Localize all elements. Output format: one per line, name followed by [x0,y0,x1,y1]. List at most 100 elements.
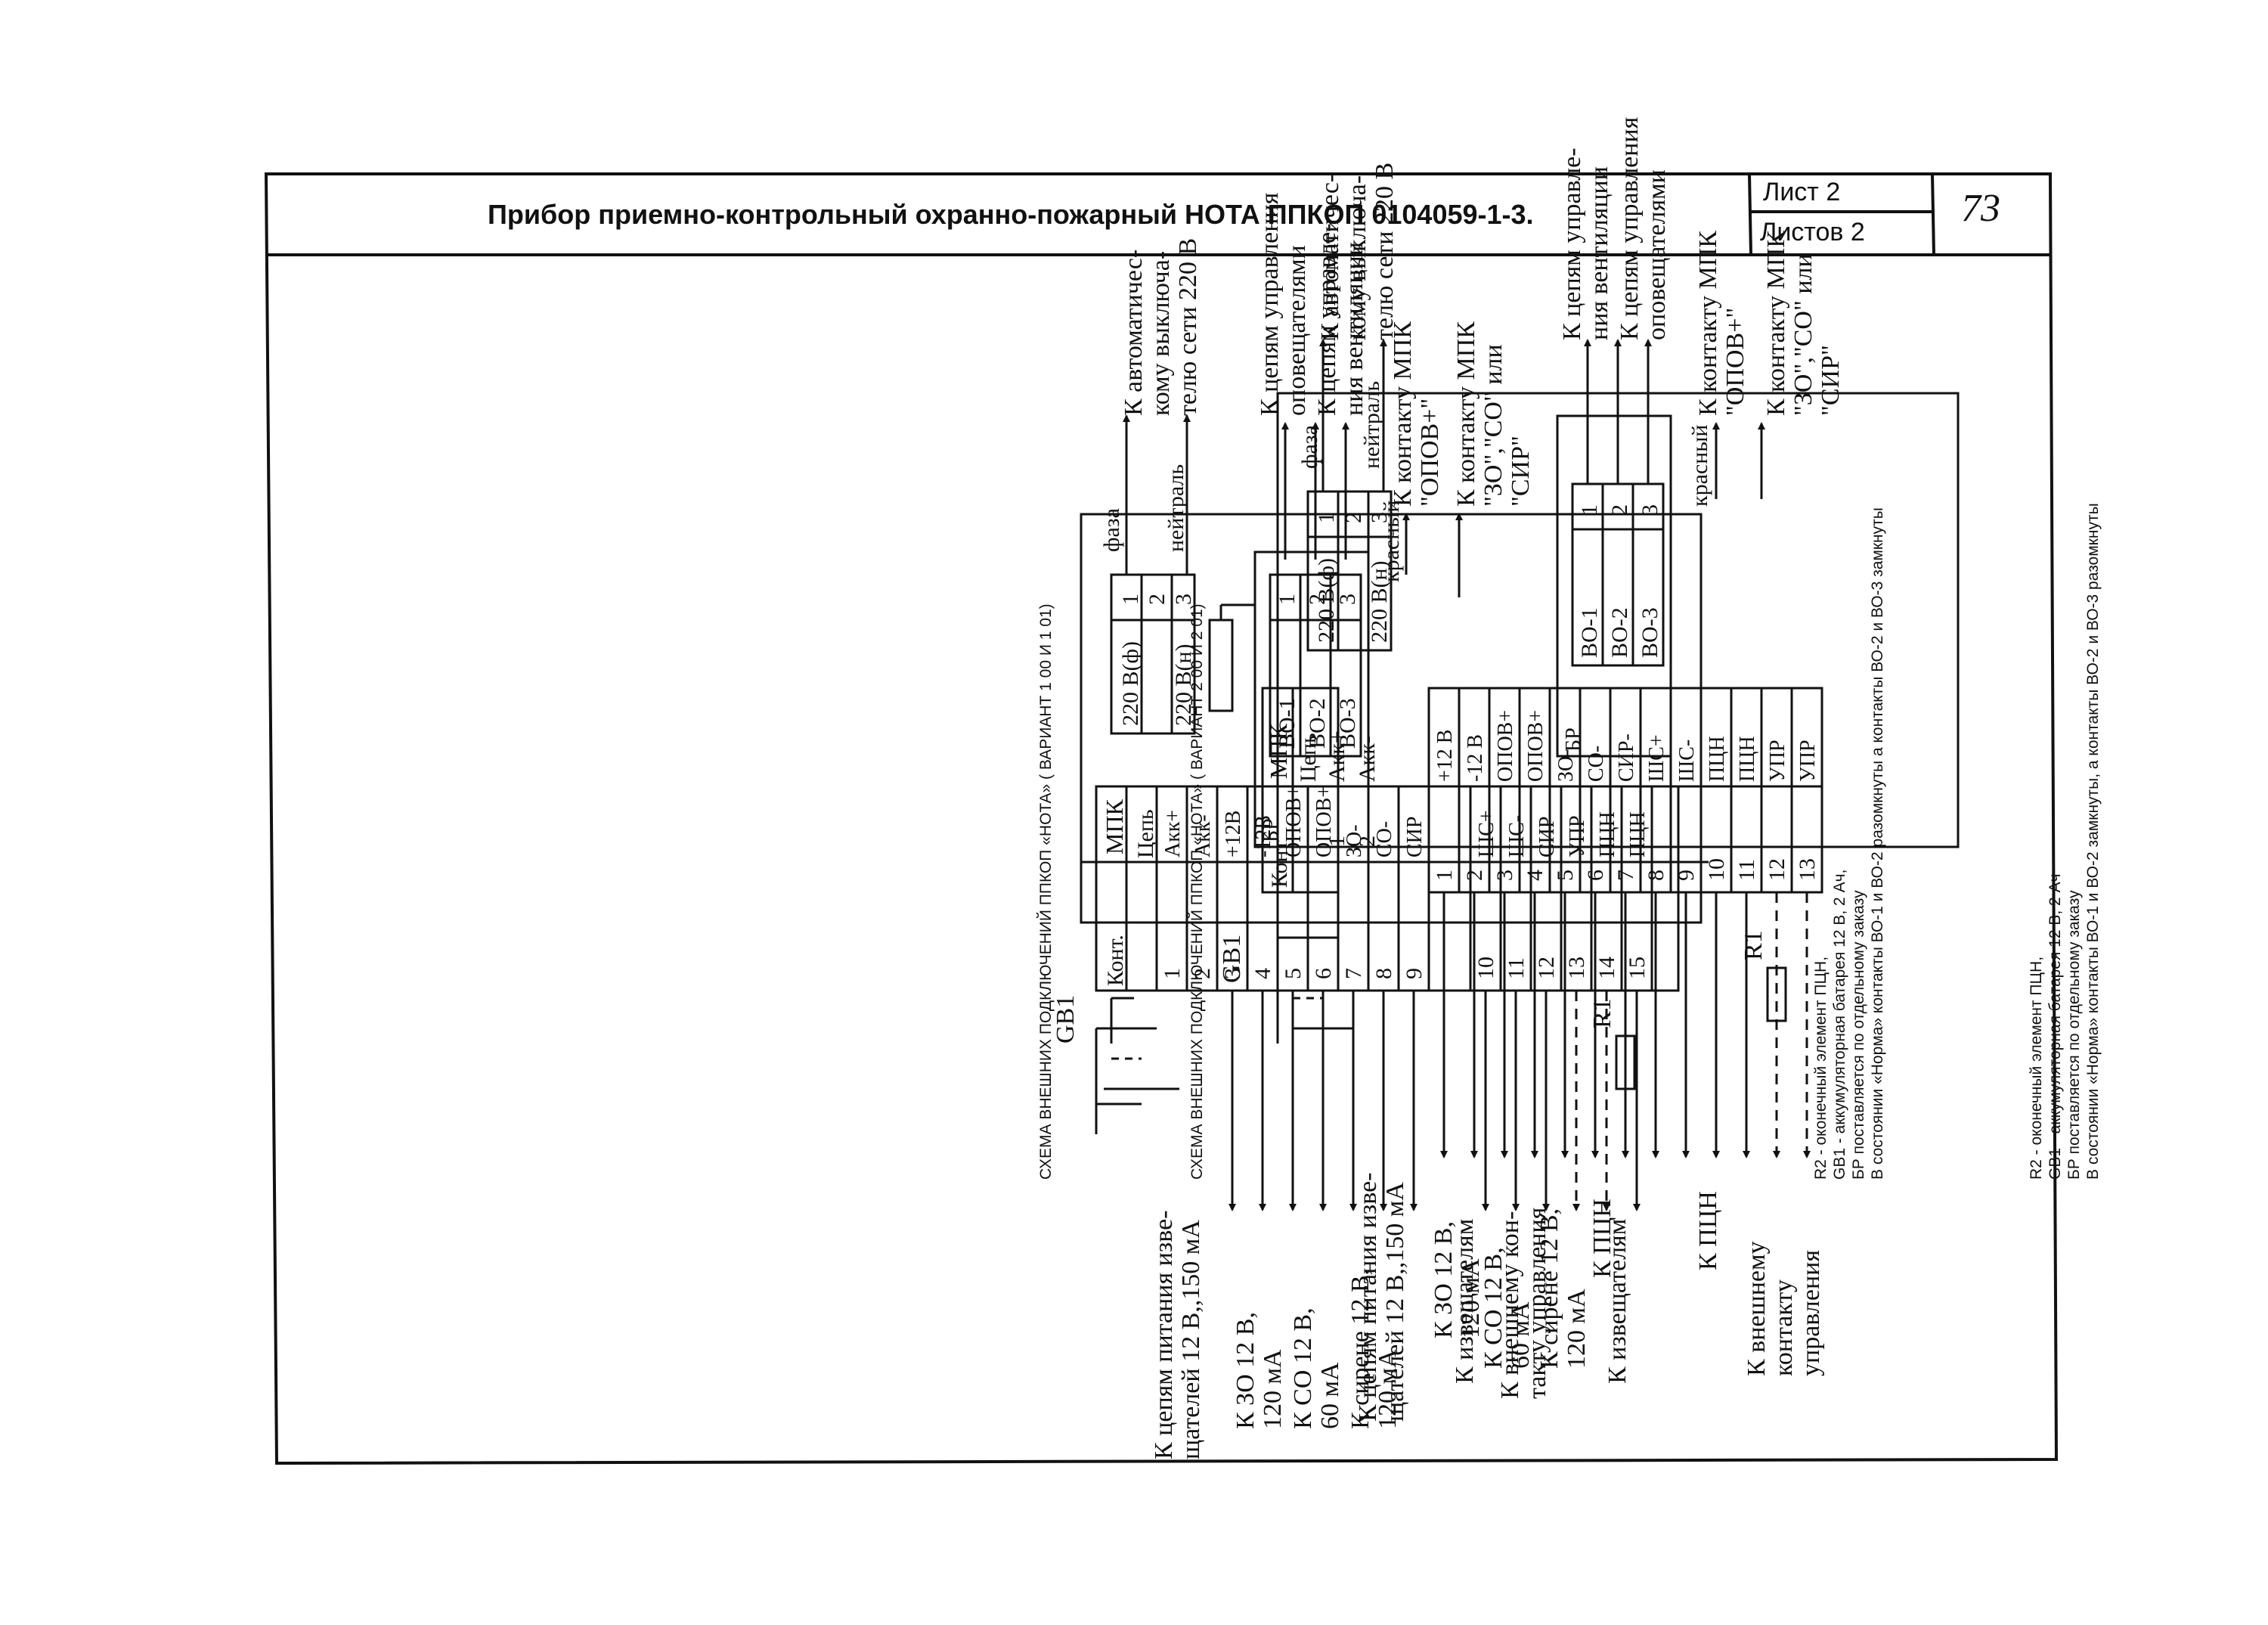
terminal-number: 1 [1160,968,1185,979]
co-destination: К СО 12 В, 60 мА [1289,1301,1344,1429]
mpk-label: МПК [1101,799,1128,854]
mains-destination: К автоматичес- кому выключа- телю сети 2… [1316,163,1399,340]
terminal-name: УПР [1796,740,1820,782]
terminal-number: 8 [1644,870,1668,881]
terminal-name: ШС+ [1645,734,1668,782]
terminal-number: 2 [1462,870,1487,881]
terminal-number: 7 [1613,870,1638,881]
mains-destination: К автоматичес- кому выключа- телю сети 2… [1120,238,1202,416]
note-line: R2 - оконечный элемент ПЦН, [1812,957,1830,1180]
vent-control-destination: К цепям управле- ния вентиляции [1313,217,1368,416]
note-line: В состоянии «Норма» контакты ВО-1 и ВО-2… [1869,507,1886,1180]
terminal-rows: 1Акк+2Акк-3+12В4-12В5ОПОВ+6ОПОВ+7ЗО-8СО-… [1155,786,1653,991]
page-number: 73 [1961,187,2000,230]
r1-label: R1 [1588,998,1616,1028]
mpk-opov-destination: К контакту МПК "ОПОВ+" [1389,315,1444,507]
relay-vo2: ВО-2 [1607,607,1632,658]
mains-terminal-neutral: 220 В(н) [1367,560,1392,643]
terminal-name: УПР [1766,740,1789,782]
terminal-number: 7 [1341,968,1366,979]
mpk-opov-destination: К контакту МПК "ОПОВ+" [1694,225,1749,416]
col-cont-header: Конт. [1103,935,1128,986]
terminal-name: СО- [1373,821,1396,857]
terminal-number: 12 [1534,957,1559,979]
sheet-label: Лист 2 [1763,178,1840,206]
terminal-number: 15 [1625,957,1650,979]
terminal-name: ШС+ [1475,810,1498,857]
mains-terminal-neutral: 220 В(н) [1171,643,1196,726]
gb1-label: GB1 [1218,935,1246,983]
sensors-power-destination: К цепям питания изве- щателей 12 В,,150 … [1150,1204,1205,1459]
phase-label: фаза [1099,508,1124,552]
mains-terminal-2: 2 [1145,594,1170,605]
scheme-notes: R2 - оконечный элемент ПЦН, GB1 - аккуму… [2028,503,2102,1180]
siren-destination: К сирене 12 В, 120 мА [1346,1262,1402,1429]
relay-vo2: ВО-2 [1305,698,1330,749]
mpk-zo-destination: К контакту МПК "ЗО","СО" или "СИР" [1762,225,1845,416]
terminal-name: ПЦН [1706,736,1729,782]
document-title: Прибор приемно-контрольный охранно-пожар… [488,199,1534,230]
terminal-number: 13 [1795,858,1820,881]
red-wire-label: красный [1687,425,1712,507]
terminal-number: 13 [1564,957,1589,979]
terminal-number: 9 [1402,968,1427,979]
external-wires [1228,991,1641,1211]
vent-control-destination: К цепям управле- ния вентиляции [1558,141,1613,340]
terminal-name: УПР [1566,815,1589,857]
co-destination: К СО 12 В, 60 мА [1479,1241,1535,1369]
gb1-label: GB1 [1052,995,1080,1044]
alarm-control-destination: К цепям управления оповещателями [1256,186,1311,416]
title-block [264,172,2059,1465]
relay-n2: 2 [1607,504,1632,516]
acc-plus-name: Акк+ [1325,730,1349,782]
alarm-control-destination: К цепям управления оповещателями [1616,110,1671,340]
terminal-number: 5 [1281,968,1306,979]
terminal-name: ШС- [1505,815,1529,857]
terminal-number: 10 [1704,858,1729,881]
neutral-label: нейтраль [1359,381,1384,469]
terminal-name: Акк- [1191,814,1215,857]
detectors-destination: К извещателям [1603,1219,1631,1384]
terminal-name: +12 В [1433,730,1457,782]
terminal-name: -12 В [1464,734,1487,782]
acc-minus-name: Акк- [1355,736,1380,782]
mpk-label: МПК [1265,723,1292,779]
note-line: В состоянии «Норма» контакты ВО-1 и ВО-2… [2084,503,2102,1180]
terminal-number: 4 [1250,968,1275,979]
sheets-count-label: Листов 2 [1760,218,1865,247]
resistor-r1 [1766,966,1787,1022]
terminal-number: 6 [1583,870,1608,881]
terminal-number: 2 [1190,968,1215,979]
scheme-title: СХЕМА ВНЕШНИХ ПОДКЛЮЧЕНИЙ ППКОП «НОТА» (… [1188,603,1206,1180]
terminal-number: 1 [1432,870,1457,881]
scheme-variant-2: СХЕМА ВНЕШНИХ ПОДКЛЮЧЕНИЙ ППКОП «НОТА» (… [1188,110,2102,1422]
terminal-name: ПЦН [1626,811,1650,857]
acc-minus-n: 2 [1355,836,1380,847]
zo-destination: К ЗО 12 В, 120 мА [1430,1215,1485,1338]
mains-terminal-3: 3 [1367,512,1392,523]
terminal-number: 5 [1553,870,1578,881]
terminal-number: 3 [1220,968,1245,979]
note-line: GB1 - аккумуляторная батарея 12 В, 2 Ач, [1831,870,1848,1180]
col-chain-header: Цепь [1296,733,1321,782]
mains-terminal-phase: 220 В(ф) [1314,558,1339,643]
detectors-destination: К извещателям [1451,1219,1479,1384]
terminal-name: ПЦН [1736,736,1759,782]
terminal-number: 14 [1594,957,1619,979]
terminal-name: ОПОВ+ [1494,710,1517,782]
acc-plus-n: 1 [1325,836,1349,847]
battery-gb1 [1276,936,1353,1044]
scheme-notes: R2 - оконечный элемент ПЦН, GB1 - аккуму… [1812,507,1886,1180]
col-chain-header: Цепь [1133,809,1158,858]
mains-wires [1319,339,1765,499]
ext-contact-destination: К внешнему контакту управления [1743,1235,1825,1376]
mains-terminal-3: 3 [1171,594,1196,605]
mains-terminal-1: 1 [1118,594,1143,605]
pcn-destination: К ПЦН [1694,1191,1722,1270]
ext-contact-destination: К внешнему кон- такту управления [1496,1205,1551,1399]
terminal-name: ОПОВ+ [1312,786,1336,857]
mains-terminals [1306,490,1393,652]
mains-terminal-1: 1 [1314,512,1339,523]
mains-terminal-2: 2 [1341,512,1366,523]
